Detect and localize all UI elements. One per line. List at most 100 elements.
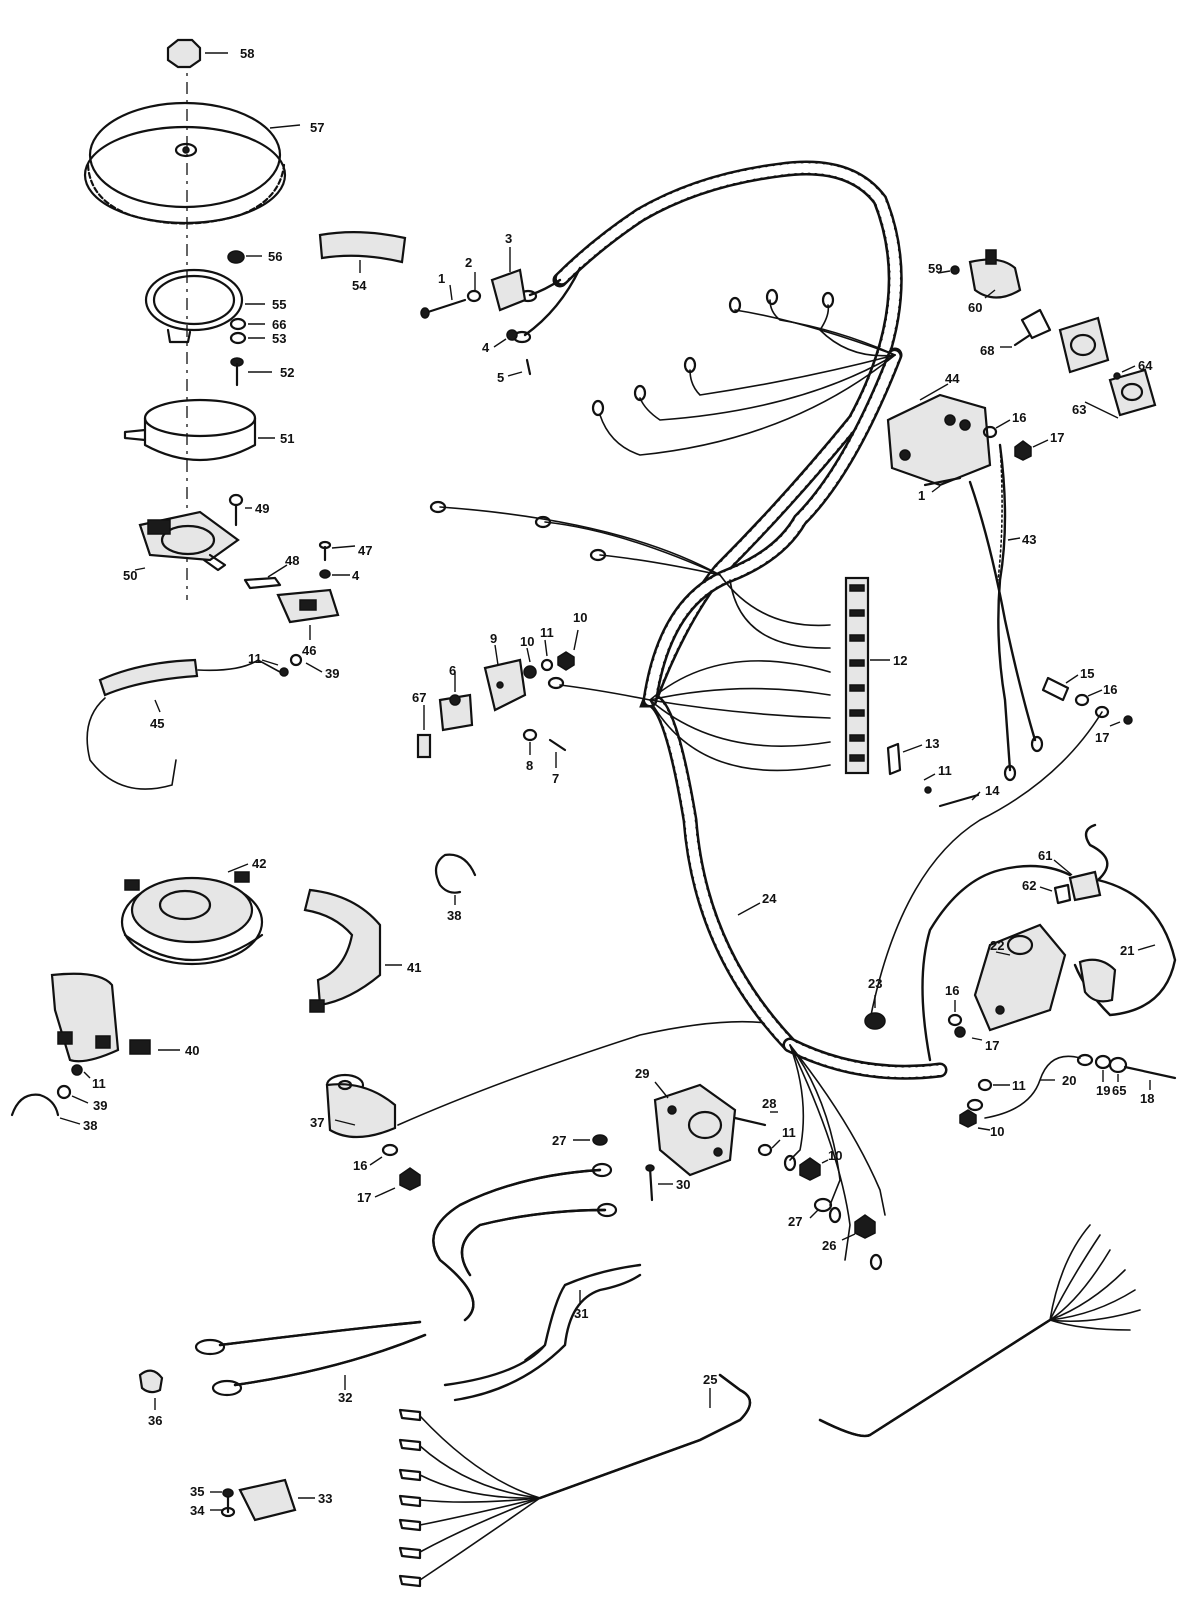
callout-36: 36 <box>148 1413 162 1428</box>
stator-plate-50 <box>134 510 240 572</box>
callout-47: 47 <box>358 543 372 558</box>
cable-25-right-leads <box>1049 1224 1141 1331</box>
callout-16-right: 16 <box>1103 682 1117 697</box>
wires-43 <box>968 443 1044 782</box>
terminal-block-12 <box>844 576 890 775</box>
ignition-coil-22 <box>973 923 1067 1032</box>
battery-cables <box>432 1162 618 1322</box>
callout-34: 34 <box>190 1503 205 1518</box>
callout-11-coil: 11 <box>1012 1078 1026 1093</box>
screw-52 <box>230 357 272 387</box>
callout-20: 20 <box>1062 1073 1076 1088</box>
callout-1-lower: 1 <box>918 488 925 503</box>
screw-1-washer-2-bracket-3 <box>420 247 527 319</box>
nut-56 <box>227 250 262 264</box>
cable-25-left-leads <box>398 1408 541 1588</box>
callout-38-upper: 38 <box>447 908 461 923</box>
coil-37 <box>325 1020 781 1139</box>
callout-7: 7 <box>552 771 559 786</box>
callout-27-right: 27 <box>788 1214 802 1229</box>
callout-46: 46 <box>302 643 316 658</box>
rectifier-44 <box>886 383 992 493</box>
key-68 <box>1000 308 1052 348</box>
callout-4-upper: 4 <box>482 340 490 355</box>
clip-48 <box>243 564 288 590</box>
callout-16-lower-left: 16 <box>353 1158 367 1173</box>
washer-11-screw-39 <box>261 653 323 673</box>
callout-2: 2 <box>465 255 472 270</box>
fuse-15-washer-16-nut-17 <box>869 674 1133 1021</box>
callout-27-left: 27 <box>552 1133 566 1148</box>
callout-5: 5 <box>497 370 504 385</box>
callout-25: 25 <box>703 1372 717 1387</box>
washer-11-screw-39-lower <box>56 1064 91 1104</box>
callout-21: 21 <box>1120 943 1134 958</box>
washers-66-53 <box>229 317 265 345</box>
coil-41 <box>303 888 402 1013</box>
callout-10-mid-b: 10 <box>573 610 587 625</box>
callout-33: 33 <box>318 1491 332 1506</box>
callout-11-lower-left: 11 <box>92 1076 106 1091</box>
callout-11-solenoid: 11 <box>782 1125 796 1140</box>
callout-53: 53 <box>272 331 286 346</box>
washer-16-nut-17-upper <box>982 419 1049 461</box>
washer-11-nut-10-coil <box>959 1078 1010 1131</box>
callout-16-upper: 16 <box>1012 410 1026 425</box>
callout-17-right: 17 <box>1095 730 1109 745</box>
callout-60: 60 <box>968 300 982 315</box>
harness-leads-3-area <box>512 266 582 344</box>
callout-43: 43 <box>1022 532 1036 547</box>
callout-10-coil: 10 <box>990 1124 1004 1139</box>
callout-42: 42 <box>252 856 266 871</box>
callout-35: 35 <box>190 1484 204 1499</box>
lower-branch-wires <box>783 1044 886 1271</box>
callout-40: 40 <box>185 1043 199 1058</box>
callout-11-left: 11 <box>248 651 262 666</box>
callout-44: 44 <box>945 371 960 386</box>
screw-49 <box>228 493 252 527</box>
plates-63-64 <box>1058 316 1157 419</box>
callout-19: 19 <box>1096 1083 1110 1098</box>
cap-61 <box>1053 859 1102 902</box>
callout-8: 8 <box>526 758 533 773</box>
trigger-coil-45 <box>86 658 289 790</box>
callout-30: 30 <box>676 1177 690 1192</box>
flywheel-nut-58 <box>166 38 228 69</box>
callout-50: 50 <box>123 568 137 583</box>
callout-38-lower: 38 <box>83 1118 97 1133</box>
callout-4-lower: 4 <box>352 568 360 583</box>
jumper-13-washer-11-screw-14 <box>886 742 981 808</box>
callout-52: 52 <box>280 365 294 380</box>
upper-branch-wires <box>591 288 896 456</box>
callout-labels: 58 57 54 56 55 66 53 52 51 49 50 47 4 48… <box>83 46 1154 1518</box>
relay-6-bracket-9-terminal-67 <box>416 644 527 759</box>
ring-55 <box>144 268 265 344</box>
callout-59: 59 <box>928 261 942 276</box>
callout-66: 66 <box>272 317 286 332</box>
retaining-ring-38-lower <box>10 1093 81 1125</box>
callout-1-upper: 1 <box>438 271 445 286</box>
solenoid-29 <box>653 1081 737 1177</box>
washers-10-11-nuts-10 <box>523 629 579 679</box>
washer-8-screw-7 <box>522 728 567 768</box>
callout-64: 64 <box>1138 358 1153 373</box>
callout-39-lower: 39 <box>93 1098 107 1113</box>
stator-base-42 <box>120 863 264 966</box>
cable-25 <box>398 1224 1141 1588</box>
callout-58: 58 <box>240 46 254 61</box>
washer-16-nut-17-coil <box>947 1000 983 1041</box>
nipple-62 <box>1039 883 1072 905</box>
callout-37: 37 <box>310 1115 324 1130</box>
grommet-23 <box>864 995 886 1030</box>
washer-27-screw-30 <box>573 1134 673 1202</box>
main-wiring-harness-24 <box>552 160 948 1080</box>
callout-49: 49 <box>255 501 269 516</box>
terminal-block-branch-wires <box>547 574 831 772</box>
sensor-46 <box>276 588 340 640</box>
callout-51: 51 <box>280 431 294 446</box>
callout-18: 18 <box>1140 1091 1154 1106</box>
wire-20-hardware-19-65-18 <box>984 1053 1177 1119</box>
callout-16-coil: 16 <box>945 983 959 998</box>
callout-39-upper: 39 <box>325 666 339 681</box>
